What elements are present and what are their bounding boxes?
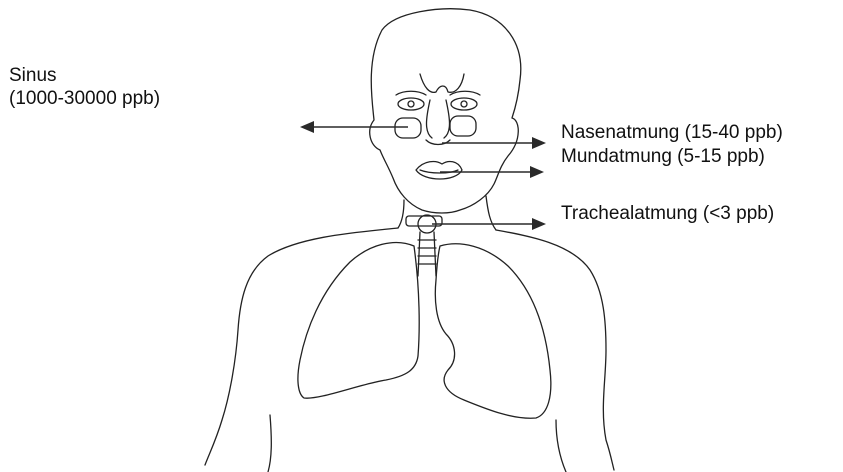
nose-breathing-label: Nasenatmung (15-40 ppb)	[561, 121, 783, 144]
right-eye	[451, 98, 477, 110]
nose-arrowhead	[532, 137, 546, 149]
left-eye	[398, 98, 424, 110]
airway-and-lungs	[298, 215, 551, 418]
mouth-arrowhead	[530, 166, 544, 178]
left-lung	[298, 243, 419, 399]
trachea	[418, 232, 436, 276]
head-outline	[370, 9, 521, 213]
right-maxillary-sinus	[450, 116, 476, 136]
torso-left-lower	[268, 415, 271, 472]
torso-right-lower	[556, 420, 566, 472]
right-lung	[435, 244, 551, 418]
neck-right	[486, 196, 496, 230]
tracheal-breathing-label: Trachealatmung (<3 ppb)	[561, 202, 774, 225]
sinus-label: Sinus	[9, 64, 57, 87]
sinus-arrowhead	[300, 121, 314, 133]
body-outline	[205, 9, 614, 472]
trachea-arrowhead	[532, 218, 546, 230]
mouth	[416, 162, 462, 179]
neck-left	[398, 200, 404, 228]
right-shoulder	[496, 230, 614, 470]
frontal-sinus	[420, 74, 464, 92]
left-maxillary-sinus	[395, 118, 421, 138]
mouth-breathing-label: Mundatmung (5-15 ppb)	[561, 145, 765, 168]
left-shoulder	[205, 228, 398, 465]
sinus-range-label: (1000-30000 ppb)	[9, 87, 160, 110]
